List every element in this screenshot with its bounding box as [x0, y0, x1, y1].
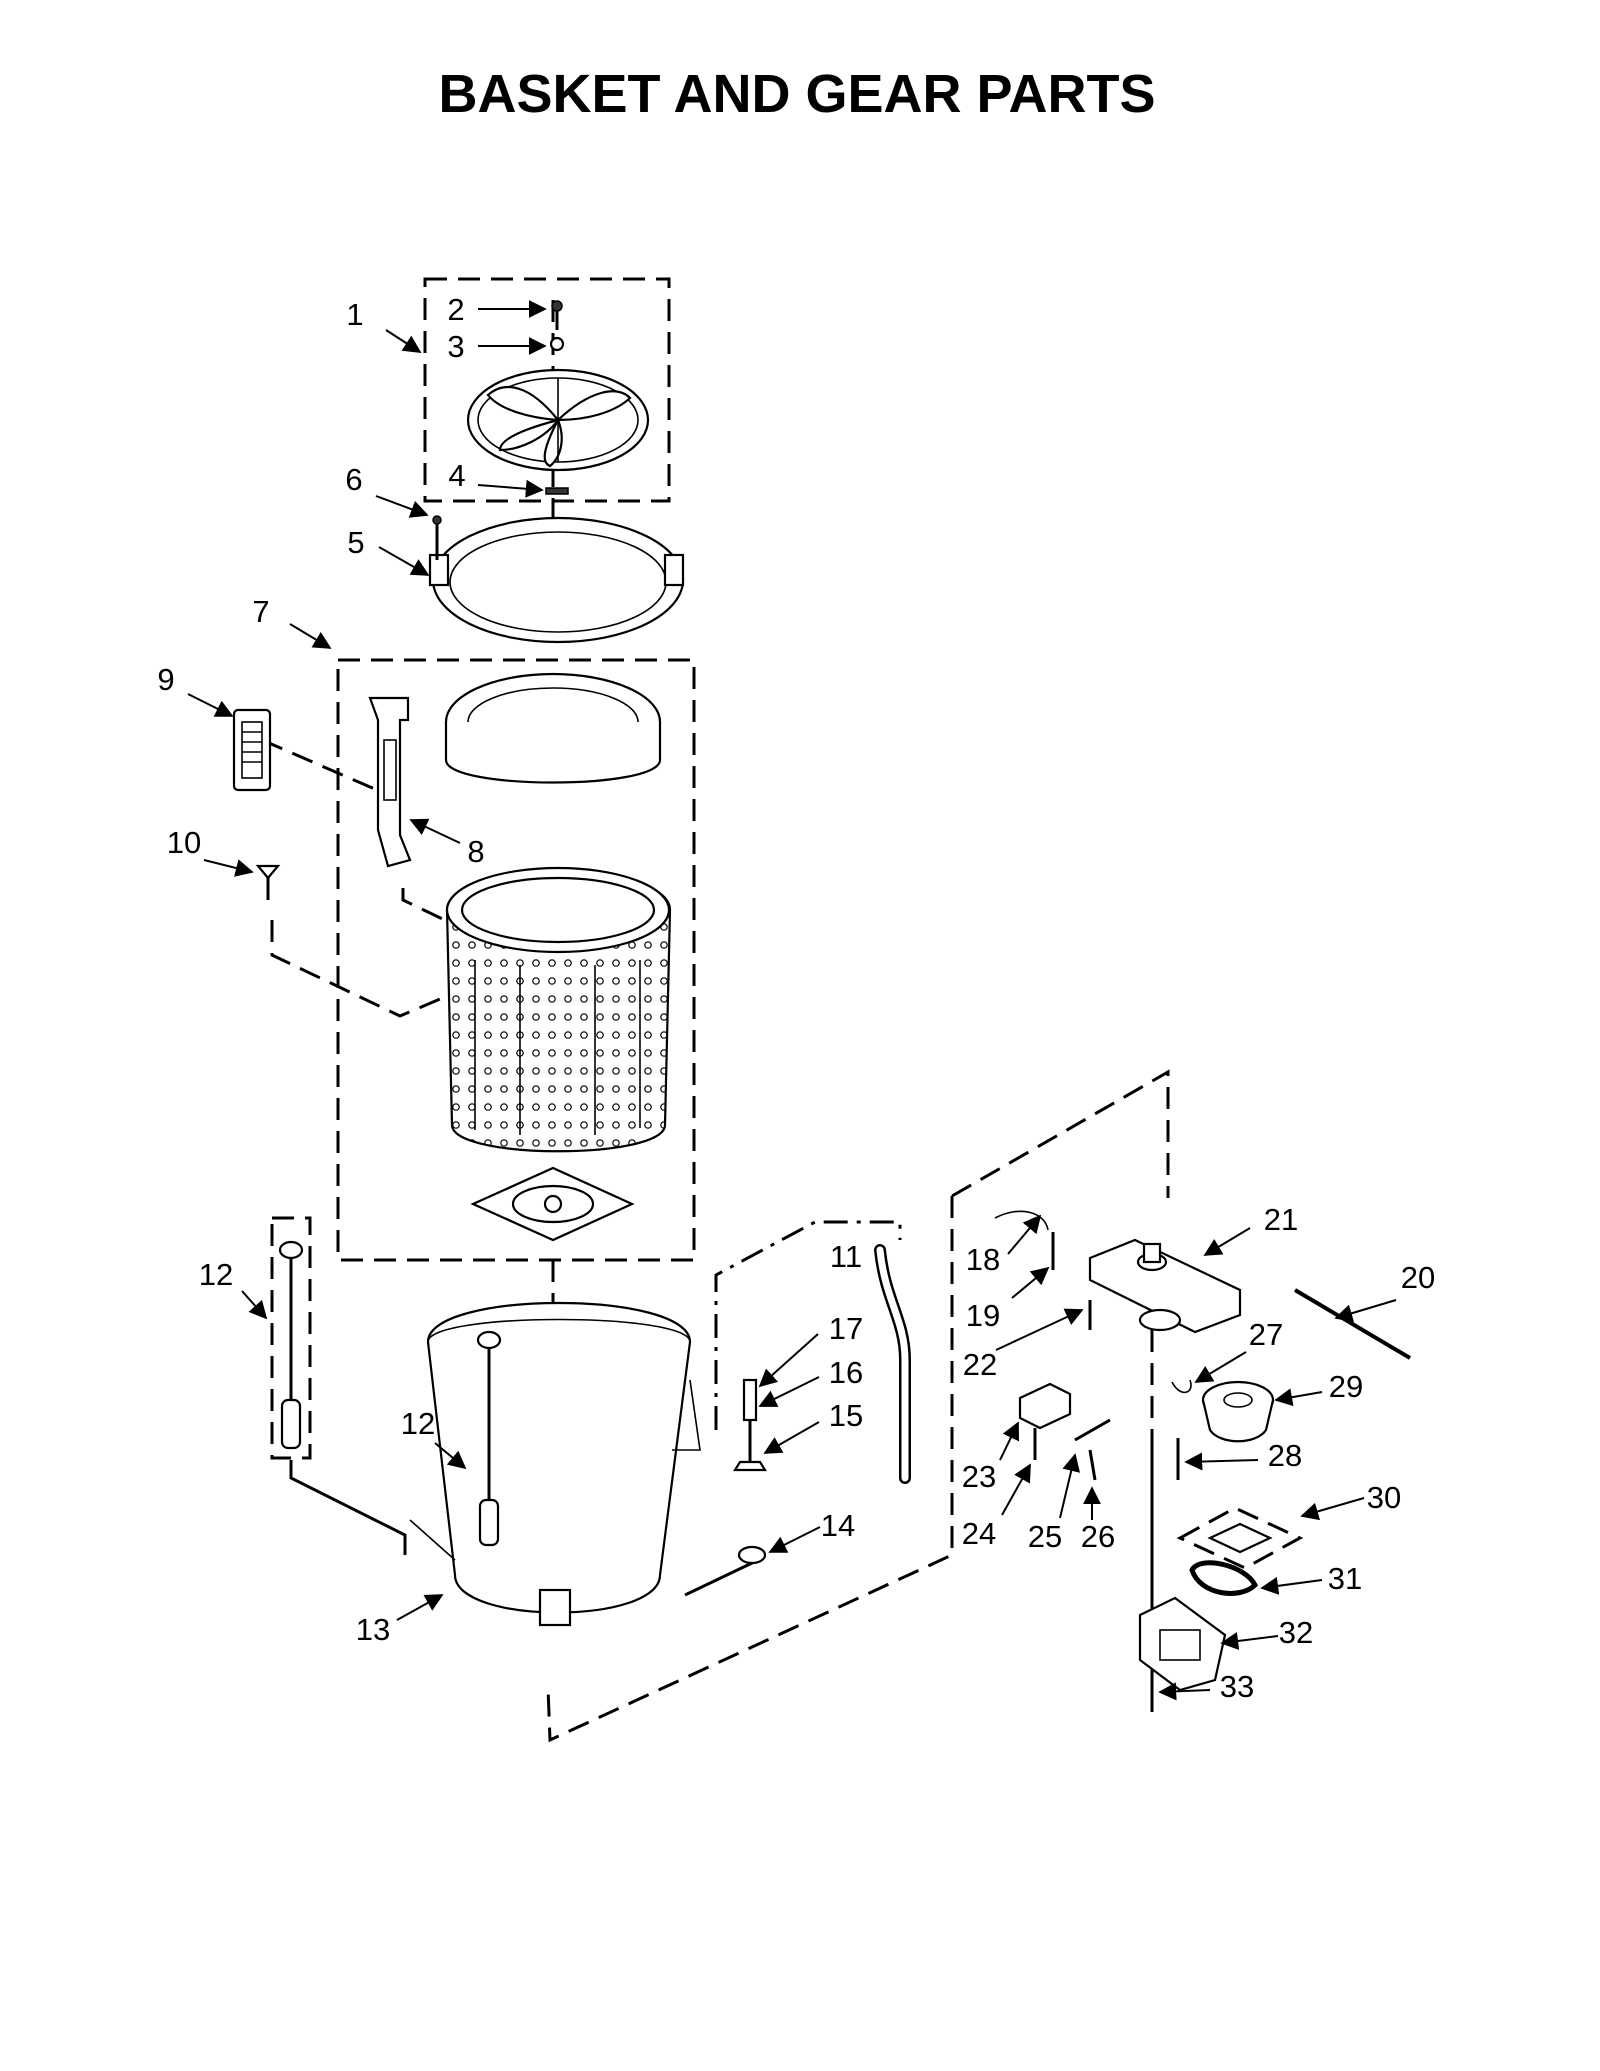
diagram-title: BASKET AND GEAR PARTS [438, 64, 1155, 124]
drive-belt [1189, 1560, 1259, 1596]
shift-actuator [1018, 1382, 1111, 1481]
tub-foot [737, 1545, 767, 1565]
callout-20: 20 [1401, 1260, 1435, 1295]
callout-12-left: 12 [199, 1257, 233, 1292]
agitator-bolt [549, 300, 565, 352]
callout-4: 4 [448, 458, 465, 493]
agitator-assembly [466, 368, 650, 472]
callout-7: 7 [252, 594, 269, 629]
basket-bolt [255, 864, 281, 900]
leader-arrows [187, 300, 1397, 1701]
vent-cover [232, 708, 272, 792]
drain-plug-left [278, 1240, 304, 1450]
gear-group-outline [546, 1196, 954, 1743]
callout-27: 27 [1249, 1317, 1283, 1352]
callout-28: 28 [1268, 1438, 1302, 1473]
hose-connector [714, 1220, 902, 1430]
callout-32: 32 [1279, 1615, 1313, 1650]
callout-15: 15 [829, 1398, 863, 1433]
callout-13: 13 [356, 1612, 390, 1647]
callout-26: 26 [1081, 1519, 1115, 1554]
callout-25: 25 [1028, 1519, 1062, 1554]
callout-29: 29 [1329, 1369, 1363, 1404]
basket-hub [470, 1166, 635, 1242]
callout-11: 11 [830, 1239, 862, 1274]
callout-22: 22 [963, 1347, 997, 1382]
pressure-tube-parts [733, 1378, 767, 1472]
callout-5: 5 [347, 525, 364, 560]
callout-8: 8 [467, 834, 484, 869]
part14-connector [684, 1560, 754, 1597]
callout-14: 14 [821, 1508, 855, 1543]
outer-tub [409, 1301, 701, 1627]
tub-ring [428, 516, 685, 644]
clip-27 [1171, 1379, 1192, 1394]
callout-31: 31 [1328, 1561, 1362, 1596]
tub-ring-screw [432, 515, 442, 560]
callout-21: 21 [1264, 1202, 1298, 1237]
callout-12-center: 12 [401, 1406, 435, 1441]
cable-tie [1293, 1288, 1412, 1360]
dispenser-duct [368, 696, 412, 868]
callout-17: 17 [829, 1311, 863, 1346]
coupler [1176, 1506, 1304, 1570]
callout-2: 2 [447, 292, 464, 327]
part9-connector [261, 738, 401, 802]
callout-30: 30 [1367, 1480, 1401, 1515]
callout-19: 19 [966, 1298, 1000, 1333]
wash-basket [445, 866, 672, 1153]
gear-group-upper [951, 1069, 1170, 1198]
ground-wire [994, 1210, 1049, 1231]
basket-group-box [336, 658, 696, 1262]
callout-10: 10 [167, 825, 201, 860]
drain-plug-center [476, 1330, 502, 1547]
callout-33: 33 [1220, 1669, 1254, 1704]
callout-1: 1 [346, 297, 363, 332]
callout-18: 18 [966, 1242, 1000, 1277]
agitator-seal [545, 487, 569, 495]
drive-pulley [1201, 1380, 1275, 1443]
callout-24: 24 [962, 1516, 996, 1551]
balance-ring [444, 672, 662, 784]
callout-9: 9 [157, 662, 174, 697]
callout-3: 3 [447, 329, 464, 364]
callout-16: 16 [829, 1355, 863, 1390]
drain-plug-left-box [270, 1216, 312, 1460]
gearcase-bracket [1088, 1238, 1242, 1334]
callout-6: 6 [345, 462, 362, 497]
part12-connector [289, 1460, 407, 1555]
callout-23: 23 [962, 1459, 996, 1494]
motor-bracket [1138, 1596, 1227, 1692]
